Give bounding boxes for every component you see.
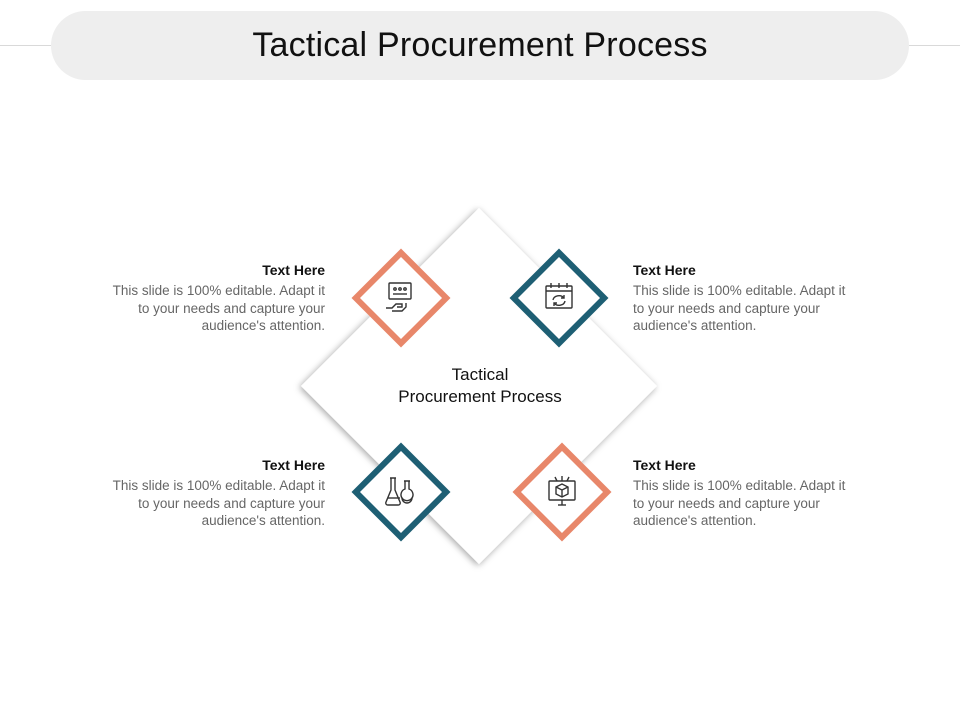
calendar-refresh-icon [545,283,573,309]
text-block-top-right: Text Here This slide is 100% editable. A… [633,262,858,335]
title-left-rule [0,45,51,46]
center-label-line1: Tactical [451,365,509,384]
block-body: This slide is 100% editable. Adapt it to… [112,283,325,333]
center-label: Tactical Procurement Process [360,364,600,408]
center-label-line2: Procurement Process [398,387,562,406]
title-right-rule [909,45,960,46]
block-heading: Text Here [633,262,696,278]
text-block-bottom-right: Text Here This slide is 100% editable. A… [633,457,858,530]
slide-title: Tactical Procurement Process [252,26,708,64]
block-heading: Text Here [633,457,696,473]
block-heading: Text Here [262,262,325,278]
block-body: This slide is 100% editable. Adapt it to… [633,478,846,528]
block-body: This slide is 100% editable. Adapt it to… [633,283,846,333]
block-heading: Text Here [262,457,325,473]
text-block-bottom-left: Text Here This slide is 100% editable. A… [100,457,325,530]
presentation-board-icon [386,282,412,312]
lab-flasks-icon [385,477,414,506]
block-body: This slide is 100% editable. Adapt it to… [112,478,325,528]
monitor-box-icon [548,476,576,506]
text-block-top-left: Text Here This slide is 100% editable. A… [100,262,325,335]
title-banner: Tactical Procurement Process [51,11,909,80]
